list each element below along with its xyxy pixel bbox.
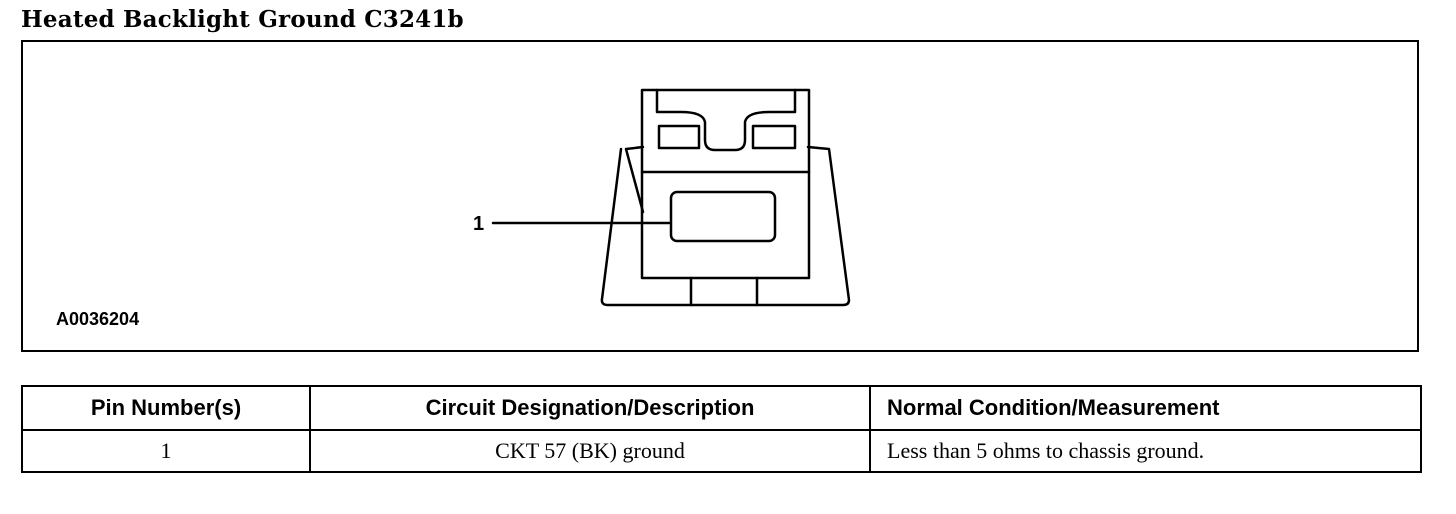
header-normal-condition: Normal Condition/Measurement	[869, 385, 1422, 431]
connector-body	[640, 88, 811, 280]
cell-pin-number: 1	[21, 429, 311, 473]
figure-id: A0036204	[56, 309, 140, 329]
cell-normal-condition: Less than 5 ohms to chassis ground.	[869, 429, 1422, 473]
table-row: 1 CKT 57 (BK) ground Less than 5 ohms to…	[21, 429, 1422, 473]
connector-figure: 1 A0036204	[21, 40, 1419, 352]
connector-face-drawing	[491, 88, 851, 307]
page-title: Heated Backlight Ground C3241b	[21, 6, 464, 33]
header-pin-numbers: Pin Number(s)	[21, 385, 311, 431]
pin-table: Pin Number(s) Circuit Designation/Descri…	[21, 385, 1422, 473]
table-header-row: Pin Number(s) Circuit Designation/Descri…	[21, 385, 1422, 431]
connector-bottom-tab	[689, 276, 759, 307]
connector-housing-outline	[600, 145, 851, 307]
pin-1-callout: 1	[473, 213, 485, 235]
latch-window-right	[751, 124, 797, 150]
header-circuit-designation: Circuit Designation/Description	[309, 385, 871, 431]
cell-circuit-description: CKT 57 (BK) ground	[309, 429, 871, 473]
latch-window-left	[657, 124, 701, 150]
pin-1-cavity	[669, 190, 777, 243]
connector-latch	[655, 88, 797, 152]
